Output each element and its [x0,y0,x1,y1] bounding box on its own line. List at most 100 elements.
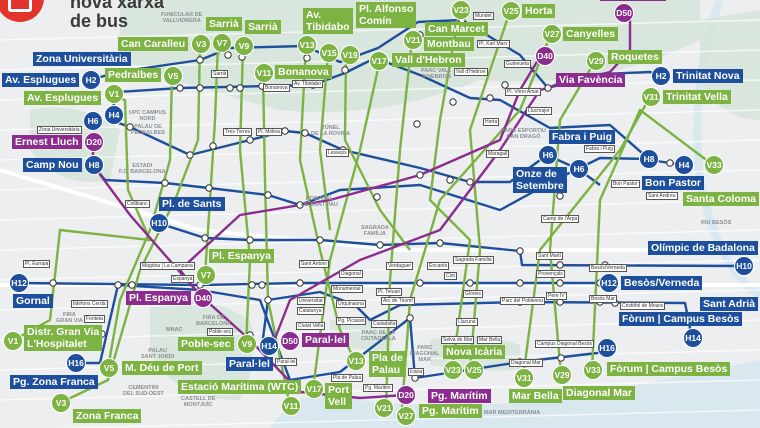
terminal-label[interactable]: Montbau [424,37,474,51]
stop-marker[interactable] [196,84,204,92]
line-badge-v31[interactable]: V31 [514,368,534,388]
terminal-label[interactable]: Pl. de Sants [159,197,225,211]
terminal-label[interactable]: Zona Universitària [33,52,131,66]
stop-marker[interactable] [176,84,184,92]
stop-marker[interactable] [264,296,272,304]
line-badge-h10[interactable]: H10 [734,256,754,276]
stop-marker[interactable] [296,201,304,209]
stop-marker[interactable] [373,193,381,201]
line-badge-v27[interactable]: V27 [396,406,416,426]
stop-marker[interactable] [341,66,349,74]
terminal-label[interactable]: Santa Coloma [683,192,760,206]
terminal-label[interactable]: Pla de Palau [369,351,406,377]
stop-marker[interactable] [224,51,232,59]
stop-marker[interactable] [301,129,309,137]
stop-marker[interactable] [466,178,474,186]
stop-marker[interactable] [226,84,234,92]
stop-marker[interactable] [186,151,194,159]
terminal-label[interactable]: Trinitat Nova [673,69,743,83]
terminal-label[interactable]: Fòrum | Campus Besòs [619,312,743,326]
line-badge-v3[interactable]: V3 [51,393,71,413]
line-badge-v19[interactable]: V19 [340,45,360,65]
terminal-label[interactable]: Port Vell [325,383,352,409]
terminal-label[interactable]: Av. Esplugues [24,91,102,105]
stop-marker[interactable] [446,176,454,184]
stop-marker[interactable] [236,84,244,92]
line-badge-v27[interactable]: V27 [542,24,562,44]
stop-marker[interactable] [264,191,272,199]
terminal-label[interactable]: Can Caralleu [118,37,189,51]
terminal-label[interactable]: Bon Pastor [642,176,705,190]
terminal-label[interactable]: Ernest Lluch [12,135,82,149]
line-badge-v9[interactable]: V9 [234,36,254,56]
terminal-label[interactable]: Zona Franca [73,409,142,423]
stop-marker[interactable] [258,281,266,289]
stop-marker[interactable] [416,171,424,179]
line-badge-h14[interactable]: H14 [683,328,703,348]
line-badge-h16[interactable]: H16 [66,353,86,373]
route-v27[interactable] [400,33,553,409]
line-badge-v33[interactable]: V33 [583,360,603,380]
stop-marker[interactable] [516,279,524,287]
line-badge-v25[interactable]: V25 [501,1,521,21]
stop-marker[interactable] [501,81,509,89]
terminal-label[interactable]: Pl. Espanya [209,249,274,263]
line-badge-v13[interactable]: V13 [297,35,317,55]
terminal-label[interactable]: Bonanova [275,65,332,79]
terminal-label[interactable]: Diagonal Mar [563,386,635,400]
stop-marker[interactable] [49,279,57,287]
line-badge-v7[interactable]: V7 [212,33,232,53]
terminal-label[interactable]: Roquetes [608,50,662,64]
route-d40[interactable] [178,49,546,299]
stop-marker[interactable] [196,56,204,64]
terminal-label[interactable]: Canyelles [563,27,619,41]
line-badge-d50[interactable]: D50 [614,3,634,23]
terminal-label-cut[interactable] [600,0,666,1]
route-v23[interactable] [428,7,472,371]
line-badge-v31[interactable]: V31 [641,87,661,107]
stop-marker[interactable] [246,236,254,244]
stop-marker[interactable] [416,279,424,287]
stop-marker[interactable] [436,239,444,247]
terminal-label[interactable]: Paral·lel [226,357,273,371]
terminal-label[interactable]: Sarrià [206,17,242,31]
stop-marker[interactable] [376,241,384,249]
terminal-label[interactable]: Trinitat Vella [663,90,731,104]
line-badge-h6[interactable]: H6 [569,159,589,179]
stop-marker[interactable] [209,142,217,150]
line-badge-h12[interactable]: H12 [599,273,619,293]
line-badge-d50[interactable]: D50 [280,331,300,351]
route-v3[interactable] [59,43,202,405]
route-d50[interactable] [272,12,632,342]
line-badge-v1[interactable]: V1 [3,331,23,351]
line-badge-h4[interactable]: H4 [674,155,694,175]
terminal-label[interactable]: Sarrià [245,20,281,34]
terminal-label[interactable]: Av. Esplugues [2,73,80,87]
terminal-label[interactable]: Estació Marítima (WTC) [178,380,302,394]
line-badge-v15[interactable]: V15 [319,43,339,63]
line-badge-v9[interactable]: V9 [237,334,257,354]
stop-marker[interactable] [666,159,674,167]
line-badge-v3[interactable]: V3 [191,34,211,54]
terminal-label[interactable]: Distr. Gran Via L'Hospitalet [24,325,103,351]
route-v11[interactable] [261,72,292,407]
stop-marker[interactable] [556,192,564,200]
terminal-label[interactable]: Vall d'Hebron [392,53,465,67]
stop-marker[interactable] [205,184,213,192]
line-badge-v17[interactable]: V17 [369,51,389,71]
terminal-label[interactable]: Camp Nou [23,158,82,172]
line-badge-h4[interactable]: H4 [104,105,124,125]
terminal-label[interactable]: Besòs/Verneda [621,276,703,290]
terminal-label[interactable]: Can Marcet [425,22,488,36]
stop-marker[interactable] [246,136,254,144]
stop-marker[interactable] [248,281,256,289]
terminal-label[interactable]: Horta [522,4,556,18]
terminal-label[interactable]: Fabra i Puig [549,130,616,144]
terminal-label[interactable]: Pg. Zona Franca [10,375,98,389]
stop-marker[interactable] [466,279,474,287]
line-badge-v23[interactable]: V23 [451,0,471,20]
terminal-label[interactable]: Poble-sec [178,337,234,351]
stop-marker[interactable] [449,98,457,106]
terminal-label[interactable]: Sant Adrià [700,297,759,311]
line-badge-v11[interactable]: V11 [281,396,301,416]
